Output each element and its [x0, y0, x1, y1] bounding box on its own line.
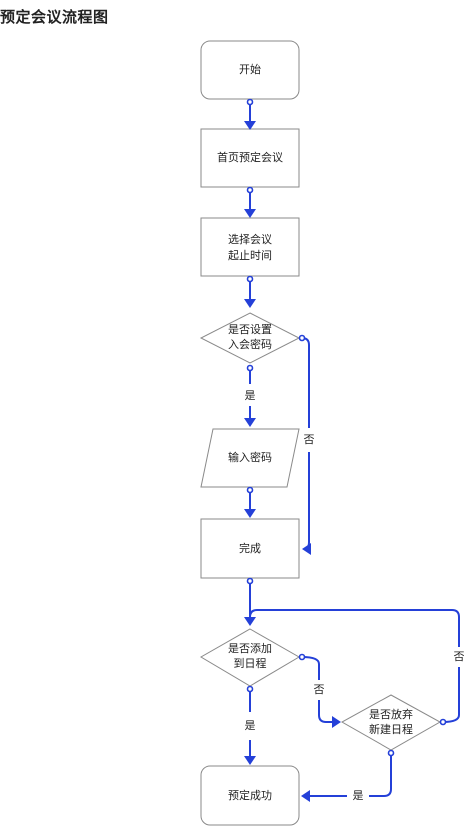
- edge-abandon-yes: [301, 749, 395, 802]
- diagram-title: 预定会议流程图: [0, 8, 109, 26]
- edge-label-set-password-no: 否: [304, 433, 315, 446]
- decision-set-password-label-1: 是否设置: [228, 323, 272, 336]
- decision-add-calendar-label-2: 到日程: [234, 657, 267, 670]
- decision-add-calendar[interactable]: 是否添加 到日程: [200, 628, 300, 687]
- edge-select-to-set-password: [244, 275, 256, 308]
- node-select-time-label-2: 起止时间: [228, 249, 272, 262]
- edge-done-to-add-calendar: [244, 577, 256, 626]
- edge-add-calendar-yes: [244, 685, 256, 765]
- node-home-book-label: 首页预定会议: [217, 150, 283, 164]
- edge-label-set-password-yes: 是: [245, 389, 256, 402]
- io-enter-password-label: 输入密码: [228, 450, 272, 464]
- node-start[interactable]: 开始: [200, 40, 300, 100]
- decision-set-password-label-2: 入会密码: [228, 337, 272, 351]
- edge-label-add-calendar-no: 否: [314, 683, 325, 696]
- node-success[interactable]: 预定成功: [200, 765, 300, 826]
- decision-abandon-new[interactable]: 是否放弃 新建日程: [340, 694, 442, 751]
- decision-abandon-new-label-2: 新建日程: [369, 722, 413, 736]
- io-enter-password[interactable]: 输入密码: [200, 428, 300, 488]
- edge-set-password-no: [298, 334, 311, 555]
- edge-enter-to-done: [244, 486, 256, 518]
- edge-label-abandon-yes: 是: [353, 789, 364, 802]
- decision-add-calendar-label-1: 是否添加: [228, 641, 272, 655]
- node-home-book[interactable]: 首页预定会议: [200, 128, 300, 188]
- edge-label-add-calendar-yes: 是: [245, 719, 256, 732]
- node-start-label: 开始: [239, 62, 261, 76]
- edge-home-to-select: [244, 186, 256, 218]
- node-done-label: 完成: [239, 541, 261, 555]
- edge-set-password-yes: [244, 364, 256, 427]
- decision-set-password[interactable]: 是否设置 入会密码: [199, 312, 301, 364]
- node-select-time-label-1: 选择会议: [228, 232, 272, 246]
- decision-abandon-new-label-1: 是否放弃: [369, 707, 413, 721]
- node-select-time[interactable]: 选择会议 起止时间: [200, 217, 300, 277]
- node-done[interactable]: 完成: [200, 518, 300, 579]
- edge-add-calendar-no: [298, 653, 341, 728]
- edge-start-to-home: [244, 98, 256, 130]
- edge-label-abandon-no: 否: [454, 650, 465, 663]
- edge-abandon-no: [249, 609, 460, 726]
- node-success-label: 预定成功: [228, 788, 272, 802]
